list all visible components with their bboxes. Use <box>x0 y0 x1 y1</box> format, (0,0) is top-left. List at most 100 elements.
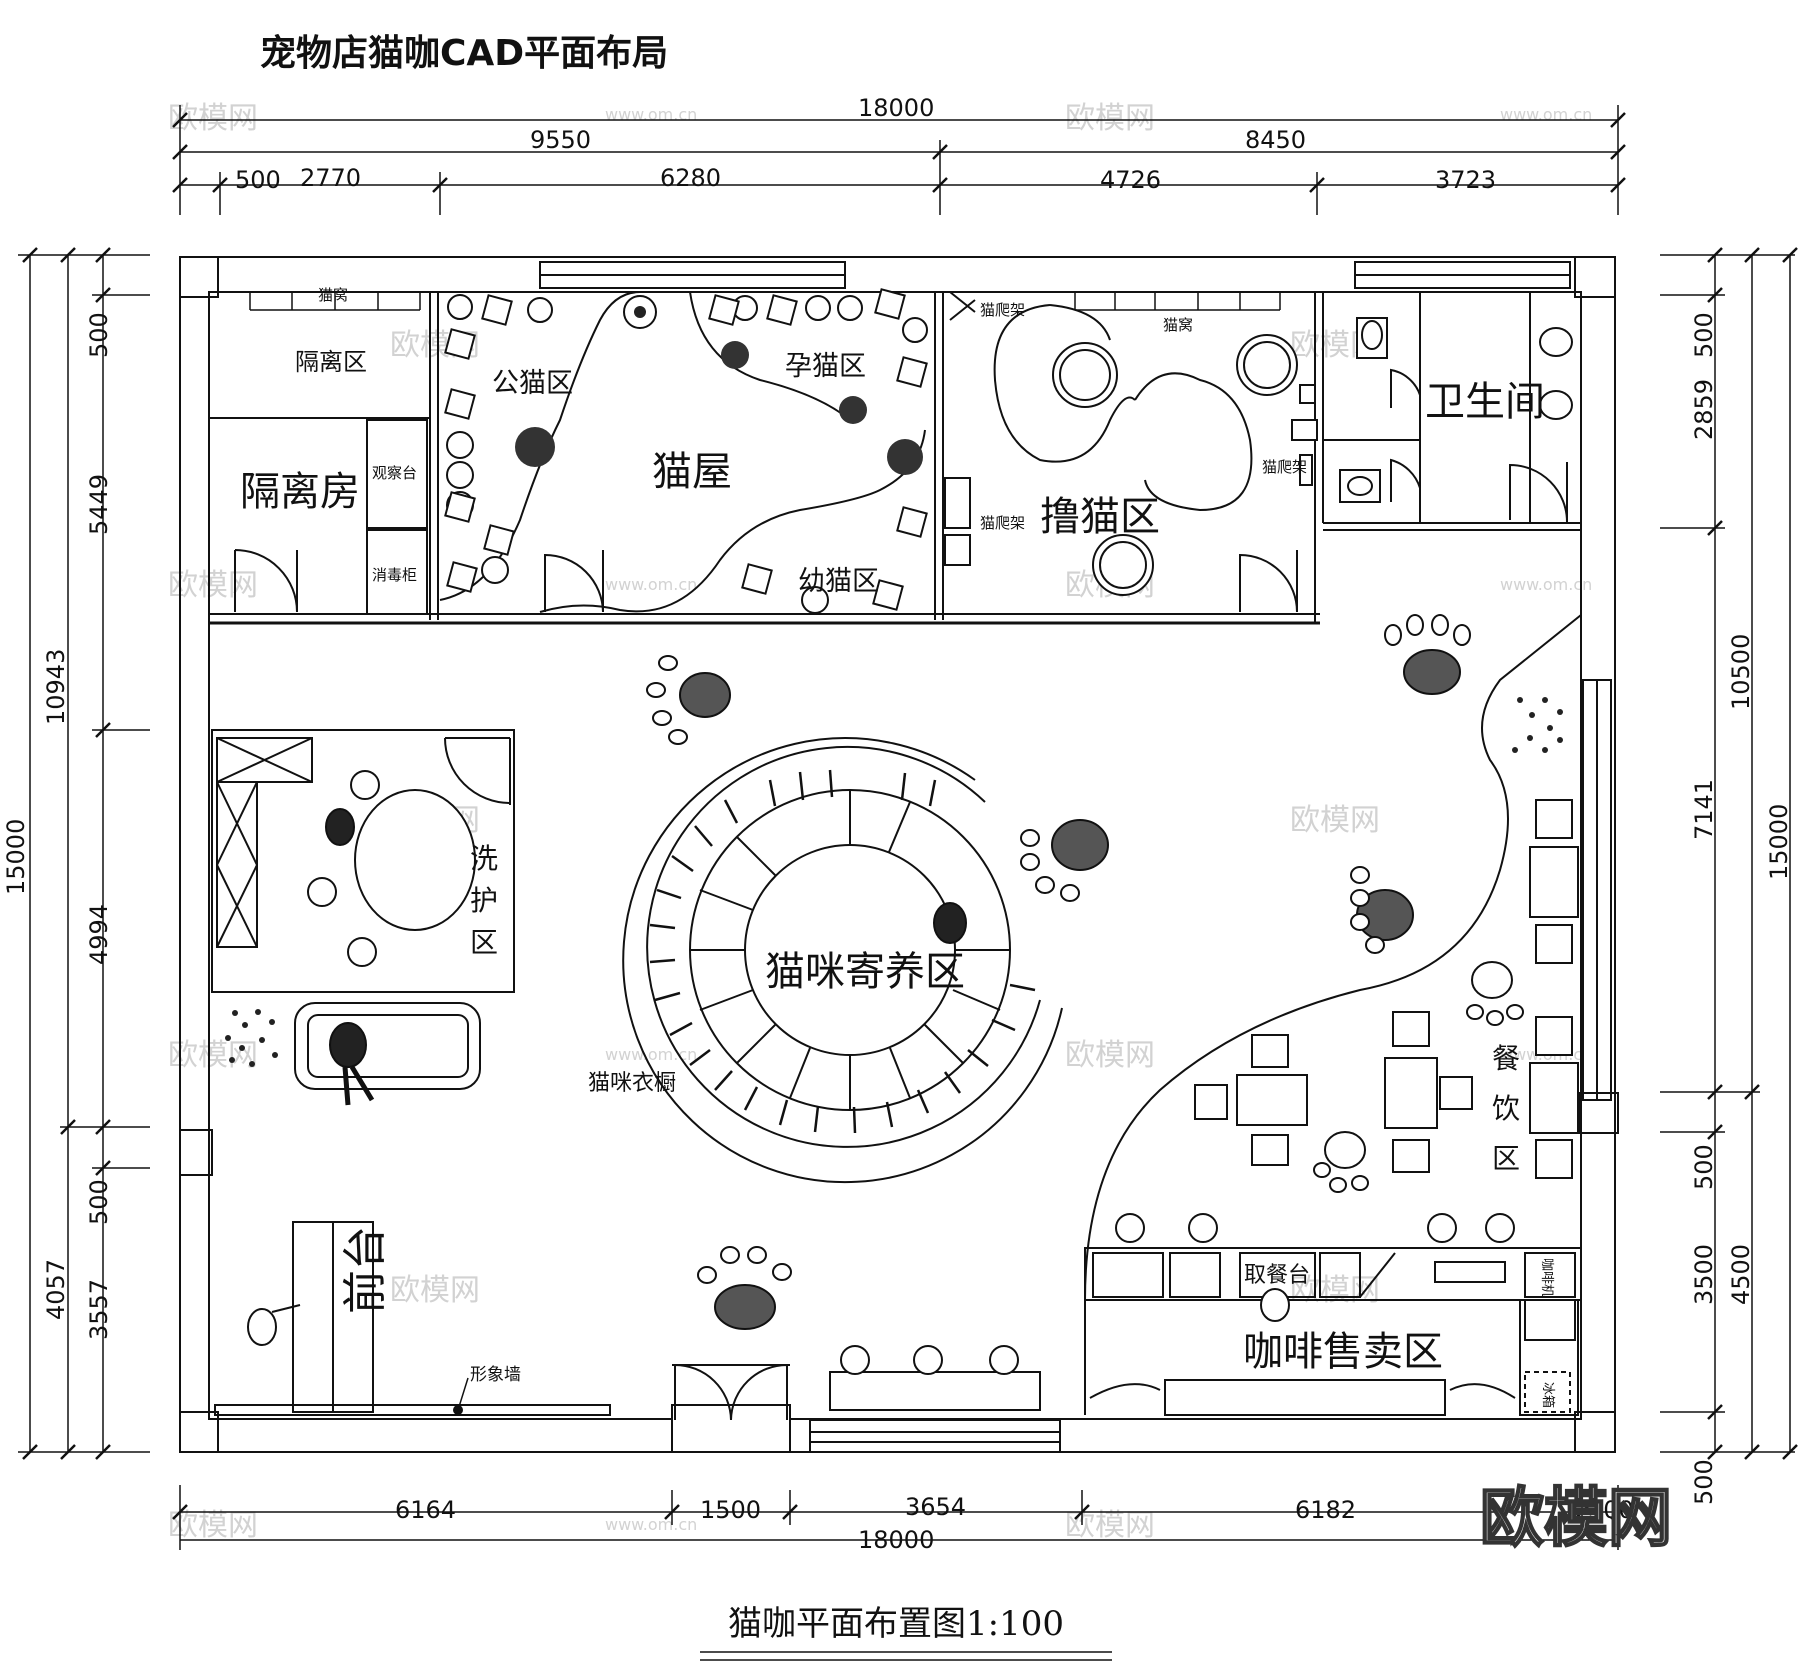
brand-watermark: 欧模网 <box>1065 1508 1155 1543</box>
dim-left-total: 15000 <box>2 819 30 895</box>
paw-icon <box>697 1246 792 1330</box>
dim-left-lower: 4057 <box>42 1259 70 1320</box>
dim-right-c: 7141 <box>1690 779 1718 840</box>
label-cat-nest-2: 猫窝 <box>1163 316 1193 334</box>
dim-bottom-b: 1500 <box>700 1496 761 1524</box>
brand-watermark: 欧模网 <box>168 1038 258 1073</box>
doors <box>234 368 1568 1421</box>
dim-top-d: 4726 <box>1100 166 1161 194</box>
site-watermark: www.om.cn <box>605 575 697 594</box>
dim-left-b: 5449 <box>85 474 113 535</box>
label-cat-house: 猫屋 <box>652 449 732 495</box>
site-watermark: www.om.cn <box>605 1045 697 1064</box>
dim-left-a: 500 <box>85 312 113 358</box>
dim-bottom-e: 300 <box>1588 1496 1634 1524</box>
brand-logo: 欧模网 <box>1480 1482 1672 1556</box>
label-isolation-area: 隔离区 <box>295 348 367 376</box>
label-observation: 观察台 <box>372 464 417 482</box>
site-watermark: www.om.cn <box>605 105 697 124</box>
plan-title: 宠物店猫咖CAD平面布局 <box>260 33 668 74</box>
room-labels: 猫窝 隔离区 隔离房 观察台 消毒柜 公猫区 孕猫区 猫屋 幼猫区 猫爬架 猫爬… <box>240 286 1556 1408</box>
gravel-cluster <box>225 697 1563 1067</box>
label-coffee-sale: 咖啡售卖区 <box>1243 1329 1443 1375</box>
dim-top-left: 9550 <box>530 126 591 154</box>
dim-top-e: 3723 <box>1435 166 1496 194</box>
cat-furniture <box>294 288 1579 1375</box>
dim-top-right: 8450 <box>1245 126 1306 154</box>
dim-bottom-a: 6164 <box>395 1496 456 1524</box>
brand-watermark: 欧模网 <box>1065 1038 1155 1073</box>
label-isolation-room: 隔离房 <box>240 469 360 515</box>
label-front-desk: 前台 <box>340 1226 391 1314</box>
people <box>247 808 1290 1346</box>
dim-right-lower: 4500 <box>1727 1244 1755 1305</box>
walls <box>179 256 1619 1453</box>
nest-strips <box>249 292 1281 311</box>
brand-watermark: 欧模网 <box>1065 101 1155 136</box>
person-icon <box>247 1304 301 1346</box>
dim-bottom-c: 3654 <box>905 1493 966 1521</box>
paw-icon <box>1384 614 1471 695</box>
dim-bottom-total: 18000 <box>858 1526 934 1554</box>
person-icon <box>1260 1288 1290 1322</box>
watermarks: 欧模网 欧模网 www.om.cn www.om.cn 欧模网 欧模网 欧模网 … <box>168 101 1592 1543</box>
paw-prints <box>646 614 1524 1330</box>
dim-left-d: 500 <box>85 1179 113 1225</box>
label-climb-2: 猫爬架 <box>980 514 1025 532</box>
plan-caption: 猫咖平面布置图1:100 <box>728 1604 1064 1644</box>
dim-right-total: 15000 <box>1765 804 1793 880</box>
paw-icon <box>1313 1131 1369 1193</box>
label-fridge: 冰箱 <box>1540 1382 1556 1408</box>
label-grooming-1: 洗 <box>470 842 498 875</box>
site-watermark: www.om.cn <box>1500 575 1592 594</box>
site-watermark: www.om.cn <box>1500 105 1592 124</box>
paw-icon <box>1466 961 1524 1026</box>
label-coffee-machine: 咖啡机 <box>1539 1258 1554 1297</box>
brand-watermark: 欧模网 <box>1290 803 1380 838</box>
dim-bottom-d: 6182 <box>1295 1496 1356 1524</box>
dim-left-c: 4994 <box>85 904 113 965</box>
dim-top-b: 2770 <box>300 164 361 192</box>
dim-right-upper: 10500 <box>1727 634 1755 710</box>
label-image-wall: 形象墙 <box>470 1365 521 1385</box>
paw-icon <box>1350 866 1414 954</box>
label-male-cat: 公猫区 <box>492 368 573 399</box>
image-wall-leader <box>457 1377 469 1411</box>
label-dining-2: 饮 <box>1492 1092 1520 1125</box>
label-disinfection: 消毒柜 <box>372 566 417 584</box>
person-icon <box>933 902 967 944</box>
brand-watermark: 欧模网 <box>168 1508 258 1543</box>
label-kitten: 幼猫区 <box>798 566 879 597</box>
dim-left-e: 3557 <box>85 1279 113 1340</box>
label-dining-1: 餐 <box>1492 1042 1520 1075</box>
label-dining-3: 区 <box>1492 1142 1520 1175</box>
dim-right-b: 2859 <box>1690 379 1718 440</box>
boarding-ring <box>622 737 1063 1184</box>
label-grooming-3: 区 <box>470 926 498 959</box>
dimension-texts: 18000 9550 8450 500 2770 6280 4726 3723 … <box>2 94 1793 1554</box>
label-restroom: 卫生间 <box>1425 379 1545 425</box>
dim-right-d: 500 <box>1690 1144 1718 1190</box>
label-boarding: 猫咪寄养区 <box>765 949 965 995</box>
plants <box>225 295 1563 1067</box>
paw-icon <box>646 655 731 745</box>
brand-watermark: 欧模网 <box>390 1273 480 1308</box>
site-watermark: www.om.cn <box>605 1515 697 1534</box>
label-climb-3: 猫爬架 <box>1262 458 1307 476</box>
dining-boundary <box>1084 614 1582 1301</box>
label-pregnant-cat: 孕猫区 <box>785 351 866 382</box>
dim-right-f: 500 <box>1690 1459 1718 1505</box>
label-grooming-2: 护 <box>470 884 498 917</box>
dimension-lines <box>18 105 1798 1550</box>
dim-top-c: 6280 <box>660 164 721 192</box>
label-wardrobe: 猫咪衣橱 <box>588 1071 676 1096</box>
dim-left-upper: 10943 <box>42 649 70 725</box>
person-icon <box>329 1022 375 1106</box>
label-petting: 撸猫区 <box>1040 494 1160 540</box>
dim-top-a: 500 <box>235 166 281 194</box>
brand-watermark: 欧模网 <box>168 568 258 603</box>
label-climb-1: 猫爬架 <box>980 301 1025 319</box>
person-icon <box>325 808 355 846</box>
paw-icon <box>1020 819 1109 902</box>
